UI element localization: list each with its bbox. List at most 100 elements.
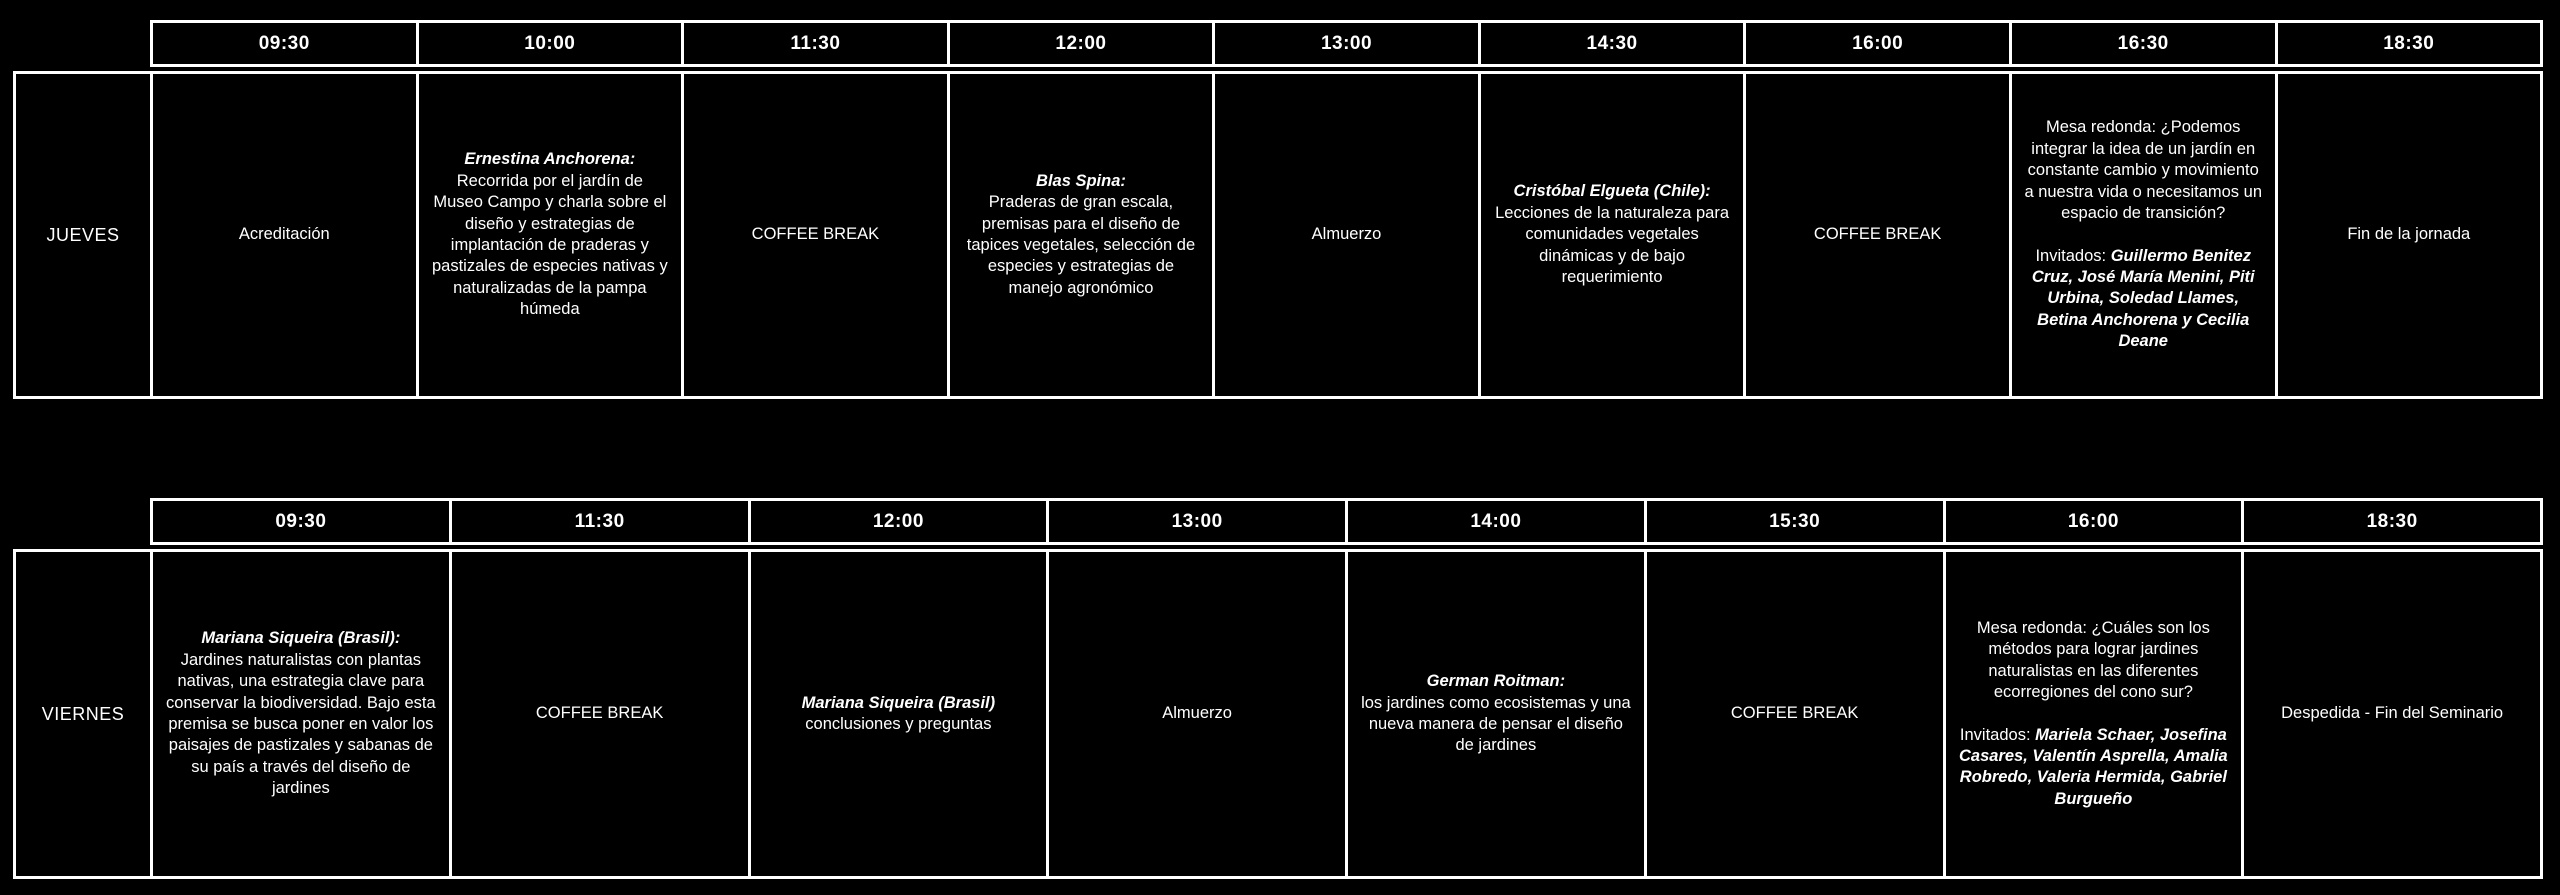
day-label-cell: JUEVES (16, 74, 150, 396)
session-paragraph: COFFEE BREAK (1758, 224, 1997, 245)
time-header-cell: 14:00 (1345, 501, 1644, 542)
schedule-cell: Blas Spina: Praderas de gran escala, prem… (946, 74, 1213, 396)
schedule-cell: Cristóbal Elgueta (Chile): Lecciones de l… (1477, 74, 1744, 396)
day-label: JUEVES (46, 224, 120, 245)
session-paragraph: Mesa redonda: ¿Cuáles son los métodos pa… (1958, 618, 2230, 704)
time-label: 16:00 (2067, 510, 2119, 532)
session-paragraph: Jardines naturalistas con plantas nativa… (165, 650, 437, 800)
time-label: 09:30 (258, 32, 310, 54)
session-paragraph: COFFEE BREAK (464, 703, 736, 724)
time-header-cell: 10:00 (415, 23, 682, 64)
session-paragraph: German Roitman: (1360, 671, 1632, 692)
time-header-cell: 13:00 (1046, 501, 1345, 542)
time-label: 13:00 (1320, 32, 1373, 54)
session-text: COFFEE BREAK (1730, 704, 1859, 723)
session-paragraph: Blas Spina: (962, 171, 1201, 192)
session-paragraph: conclusiones y preguntas (763, 714, 1035, 735)
session-paragraph: Mariana Siqueira (Brasil) (763, 693, 1035, 714)
time-label: 12:00 (1055, 32, 1107, 54)
schedule-cell: Mesa redonda: ¿Cuáles son los métodos pa… (1942, 552, 2242, 876)
speaker-name: Ernestina Anchorena: (464, 150, 636, 169)
session-text: Mesa redonda: ¿Podemos integrar la idea … (2024, 118, 2262, 223)
time-label: 12:00 (872, 510, 924, 532)
time-header-cell: 12:00 (747, 501, 1047, 542)
time-header-cell: 16:00 (1942, 501, 2242, 542)
time-header-cell: 11:30 (448, 501, 748, 542)
session-text: COFFEE BREAK (751, 225, 880, 244)
session-text: Despedida - Fin del Seminario (2281, 704, 2504, 723)
time-label: 14:00 (1470, 510, 1522, 532)
time-header-cell: 15:30 (1643, 501, 1943, 542)
time-label: 13:00 (1171, 510, 1223, 532)
session-paragraph: Almuerzo (1227, 224, 1466, 245)
speaker-name: Cristóbal Elgueta (Chile): (1513, 182, 1711, 201)
time-label: 11:30 (790, 32, 841, 54)
session-paragraph: Fin de la jornada (2290, 224, 2529, 245)
time-header-cell: 18:30 (2241, 501, 2540, 542)
time-header-cell: 18:30 (2274, 23, 2541, 64)
time-header-cell: 16:00 (1743, 23, 2009, 64)
session-paragraph: Despedida - Fin del Seminario (2256, 703, 2528, 724)
session-paragraph: Almuerzo (1061, 703, 1333, 724)
session-paragraph: los jardines como ecosistemas y una nuev… (1360, 693, 1632, 757)
session-paragraph: Invitados: Mariela Schaer, Josefina Casa… (1958, 725, 2230, 811)
session-text: Mesa redonda: ¿Cuáles son los métodos pa… (1976, 618, 2210, 702)
time-header-cell: 11:30 (681, 23, 947, 64)
day-label-cell: VIERNES (16, 552, 150, 876)
schedule-row-jueves: JUEVES Acreditación Ernestina Anchorena: Re… (13, 71, 2543, 399)
schedule-cell: Mariana Siqueira (Brasil): Jardines natur… (150, 552, 449, 876)
schedule-cell: Almuerzo (1046, 552, 1345, 876)
time-header-cell: 12:00 (946, 23, 1213, 64)
schedule-cell: COFFEE BREAK (1643, 552, 1943, 876)
time-label: 10:00 (524, 32, 576, 54)
session-paragraph: Cristóbal Elgueta (Chile): (1493, 181, 1732, 202)
session-text: COFFEE BREAK (1813, 225, 1942, 244)
schedule-cell: Mariana Siqueira (Brasil)conclusiones y … (747, 552, 1047, 876)
schedule-cell: Fin de la jornada (2274, 74, 2541, 396)
time-header-cell: 16:30 (2008, 23, 2275, 64)
speaker-name: German Roitman: (1426, 672, 1566, 691)
schedule-cell: Despedida - Fin del Seminario (2241, 552, 2540, 876)
time-header-row-jueves: 09:30 10:00 11:30 12:00 13:00 14:30 16:00 16:30… (150, 20, 2543, 67)
session-paragraph: COFFEE BREAK (1659, 703, 1931, 724)
time-label: 16:00 (1852, 32, 1904, 54)
schedule-cell: COFFEE BREAK (1743, 74, 2009, 396)
session-text: Almuerzo (1162, 704, 1232, 723)
speaker-name: Mariela Schaer, Josefina Casares, Valent… (1959, 725, 2228, 808)
session-text: Recorrida por el jardín de Museo Campo y… (431, 171, 668, 319)
session-paragraph: Praderas de gran escala, premisas para e… (962, 192, 1201, 299)
time-label: 09:30 (275, 510, 327, 532)
speaker-name: Mariana Siqueira (Brasil): (201, 629, 401, 648)
session-text: Fin de la jornada (2347, 225, 2471, 244)
session-text: conclusiones y preguntas (805, 715, 992, 733)
schedule-cell: German Roitman: los jardines como ecosist… (1345, 552, 1644, 876)
session-text: COFFEE BREAK (535, 704, 664, 723)
session-text: Acreditación (238, 225, 330, 244)
time-header-cell: 14:30 (1477, 23, 1744, 64)
time-header-cell: 09:30 (153, 23, 416, 64)
time-label: 18:30 (2383, 32, 2435, 54)
time-label: 16:30 (2117, 32, 2169, 54)
session-text: Invitados: (2035, 246, 2111, 265)
session-text: Almuerzo (1311, 225, 1382, 244)
time-header-cell: 09:30 (153, 501, 449, 542)
schedule-cell: Mesa redonda: ¿Podemos integrar la idea … (2008, 74, 2275, 396)
session-text: Praderas de gran escala, premisas para e… (966, 193, 1196, 297)
session-text: Invitados: (1959, 725, 2036, 744)
schedule-cell: COFFEE BREAK (448, 552, 748, 876)
schedule-cell: Almuerzo (1212, 74, 1478, 396)
session-paragraph: Mesa redonda: ¿Podemos integrar la idea … (2024, 117, 2263, 224)
time-label: 14:30 (1586, 32, 1638, 54)
time-header-cell: 13:00 (1212, 23, 1478, 64)
schedule-cell: Ernestina Anchorena: Recorrida por el jar… (415, 74, 682, 396)
speaker-name: Guillermo Benitez Cruz, José María Menin… (2031, 246, 2255, 351)
schedule-row-viernes: VIERNES Mariana Siqueira (Brasil): Jardine… (13, 549, 2543, 879)
session-paragraph: Acreditación (165, 224, 404, 245)
session-text: Jardines naturalistas con plantas nativa… (166, 650, 436, 798)
speaker-name: Blas Spina: (1036, 171, 1126, 190)
day-label: VIERNES (41, 703, 125, 724)
session-paragraph: Mariana Siqueira (Brasil): (165, 628, 437, 649)
session-paragraph: Lecciones de la naturaleza para comunida… (1493, 203, 1732, 289)
time-label: 11:30 (574, 510, 625, 532)
session-text: Lecciones de la naturaleza para comunida… (1495, 203, 1730, 287)
